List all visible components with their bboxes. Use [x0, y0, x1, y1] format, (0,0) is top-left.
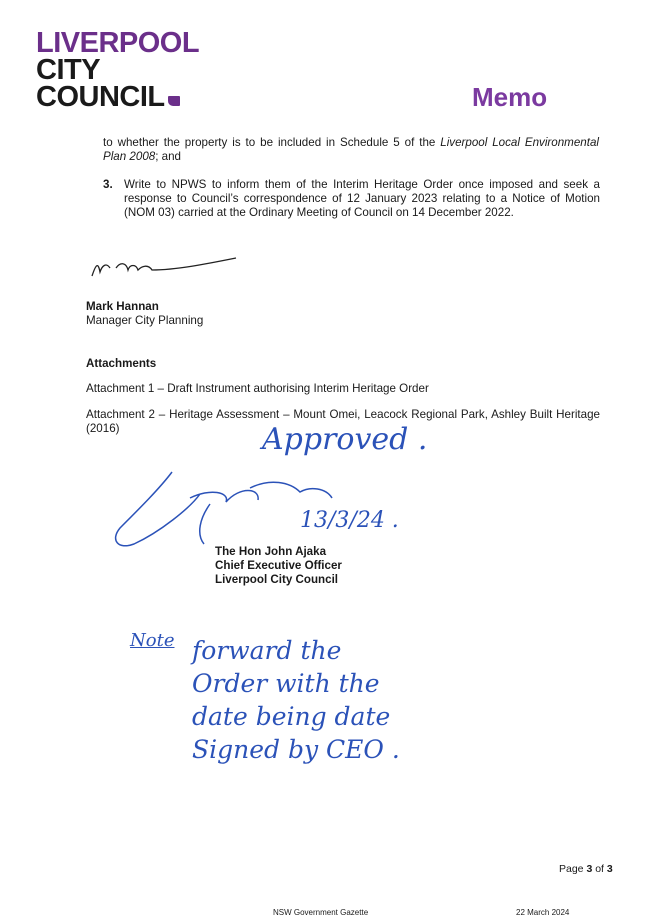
note-line: Order with the — [192, 669, 380, 698]
page-current: 3 — [586, 863, 593, 875]
handwritten-note: forward the Order with the date being da… — [192, 634, 532, 766]
attachments-heading: Attachments — [86, 357, 157, 370]
logo-line-council: COUNCIL — [36, 81, 199, 113]
council-logo: LIVERPOOL CITY COUNCIL — [36, 27, 200, 113]
signatory-block: Mark Hannan Manager City Planning — [86, 300, 203, 328]
logo-council-text: COUNCIL — [36, 81, 165, 113]
handwritten-note-label: Note — [130, 630, 175, 651]
handwritten-date: 13/3/24 . — [300, 508, 399, 533]
note-line: forward the — [192, 636, 342, 665]
handwritten-approved: Approved . — [262, 422, 428, 457]
ceo-block: The Hon John Ajaka Chief Executive Offic… — [215, 545, 342, 587]
plan-title: Liverpool Local Environmental Plan 2008 — [103, 136, 599, 163]
footer-publication: NSW Government Gazette — [273, 908, 369, 917]
attachment-item-2: Attachment 2 – Heritage Assessment – Mou… — [86, 408, 600, 435]
continuation-text-after: ; and — [155, 150, 182, 163]
note-line: Signed by CEO . — [192, 735, 400, 764]
signatory-title: Manager City Planning — [86, 314, 204, 327]
item-number: 3. — [103, 178, 113, 191]
attachment-item-1: Attachment 1 – Draft Instrument authoris… — [86, 382, 429, 395]
ceo-signature — [114, 471, 333, 547]
footer-date: 22 March 2024 — [516, 908, 570, 917]
logo-line-city: CITY — [36, 54, 101, 86]
memo-title: Memo — [472, 82, 548, 112]
ceo-org: Liverpool City Council — [215, 573, 339, 586]
logo-line-liverpool: LIVERPOOL — [36, 27, 200, 59]
manager-signature — [91, 257, 237, 277]
signatory-name: Mark Hannan — [86, 300, 159, 313]
logo-mark-icon — [167, 96, 180, 106]
item-paragraph: Write to NPWS to inform them of the Inte… — [124, 178, 600, 219]
ceo-name: The Hon John Ajaka — [215, 545, 327, 558]
page-total: 3 — [606, 863, 613, 875]
page-number: Page 3 of 3 — [559, 863, 613, 875]
note-line: date being date — [192, 702, 391, 731]
ceo-title: Chief Executive Officer — [215, 559, 342, 572]
page-prefix: Page — [559, 863, 587, 875]
continuation-paragraph: to whether the property is to be include… — [103, 136, 599, 164]
continuation-text-before: to whether the property is to be include… — [103, 136, 441, 149]
page-middle: of — [592, 863, 607, 875]
